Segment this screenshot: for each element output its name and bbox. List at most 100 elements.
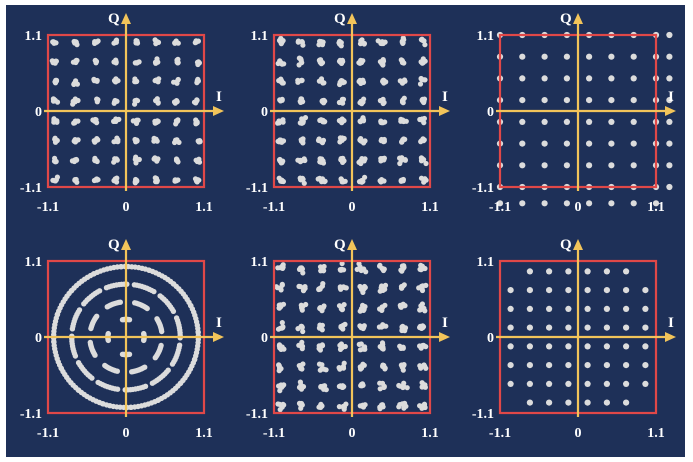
constellation-point: [153, 60, 159, 66]
constellation-point: [396, 382, 402, 389]
constellation-point: [136, 156, 142, 163]
constellation-point: [399, 268, 405, 274]
y-tick-label: 0: [35, 105, 42, 120]
i-axis-label: I: [216, 315, 222, 331]
constellation-point: [586, 200, 593, 207]
constellation-point: [191, 99, 198, 105]
constellation-point: [402, 400, 408, 406]
constellation-point: [279, 320, 285, 326]
constellation-point: [380, 287, 386, 293]
constellation-point: [295, 78, 302, 85]
constellation-point: [526, 287, 533, 294]
constellation-point: [417, 363, 423, 369]
constellation-point: [586, 118, 593, 125]
constellation-point: [358, 99, 364, 105]
constellation-point: [379, 340, 386, 346]
constellation-point: [72, 157, 78, 163]
constellation-point: [402, 328, 408, 334]
constellation-point: [400, 100, 406, 106]
constellation-point: [92, 352, 98, 358]
constellation-point: [278, 160, 284, 166]
constellation-point: [419, 117, 425, 123]
constellation-point: [419, 263, 425, 269]
constellation-point: [197, 138, 203, 144]
constellation-point: [584, 380, 591, 387]
constellation-point: [92, 118, 98, 124]
i-axis-label: I: [668, 89, 674, 105]
constellation-point: [380, 156, 386, 162]
y-tick-label: -1.1: [20, 407, 42, 422]
constellation-point: [603, 362, 610, 369]
q-axis-label: Q: [108, 237, 120, 253]
constellation-point: [300, 328, 306, 335]
constellation-point: [642, 343, 649, 350]
constellation-point: [603, 268, 610, 275]
constellation-point: [72, 139, 78, 145]
constellation-point: [165, 367, 171, 373]
constellation-point: [341, 406, 347, 412]
constellation-point: [105, 337, 112, 344]
constellation-point: [608, 200, 615, 207]
y-tick-label: 0: [487, 105, 494, 120]
constellation-point: [400, 367, 406, 373]
y-tick-label: 0: [487, 331, 494, 346]
constellation-point: [176, 342, 183, 348]
constellation-point: [541, 97, 548, 104]
constellation-point: [277, 388, 283, 394]
constellation-point: [361, 283, 368, 290]
x-tick-label: -1.1: [489, 200, 511, 215]
constellation-point: [400, 137, 406, 143]
constellation-point: [194, 119, 200, 125]
x-tick-label: 0: [349, 200, 356, 215]
constellation-point: [141, 330, 147, 337]
y-tick-label: -1.1: [246, 407, 268, 422]
constellation-point: [340, 365, 347, 371]
constellation-point: [565, 287, 572, 294]
constellation-point: [71, 120, 77, 126]
x-tick-label: -1.1: [489, 426, 511, 441]
constellation-point: [336, 58, 343, 64]
constellation-point: [174, 80, 180, 86]
constellation-point: [111, 100, 117, 106]
constellation-point: [320, 158, 326, 164]
constellation-point: [400, 178, 406, 184]
constellation-point: [630, 140, 637, 147]
constellation-point: [423, 365, 429, 371]
constellation-point: [418, 283, 425, 289]
i-axis-label: I: [442, 89, 448, 105]
constellation-point: [196, 60, 202, 66]
constellation-point: [276, 368, 282, 374]
constellation-point: [584, 343, 591, 350]
constellation-point: [193, 39, 200, 45]
constellation-point: [507, 362, 514, 369]
constellation-point: [546, 287, 553, 294]
y-tick-label: 1.1: [25, 255, 43, 270]
constellation-point: [195, 78, 201, 84]
constellation-point: [133, 60, 139, 66]
constellation-point: [379, 323, 385, 329]
constellation-point: [381, 138, 387, 144]
constellation-point: [623, 362, 630, 369]
constellation-point: [642, 324, 649, 331]
constellation-point: [584, 362, 591, 369]
constellation-point: [419, 405, 425, 411]
constellation-point: [526, 343, 533, 350]
constellation-point: [318, 384, 324, 390]
constellation-point: [586, 97, 593, 104]
x-tick-label: -1.1: [263, 426, 285, 441]
constellation-point: [94, 39, 100, 45]
q-axis-label: Q: [560, 11, 572, 27]
constellation-point: [418, 37, 424, 43]
constellation-point: [546, 343, 553, 350]
constellation-point: [75, 97, 81, 104]
constellation-point: [316, 361, 323, 367]
constellation-point: [296, 62, 302, 68]
constellation-point: [50, 39, 57, 45]
constellation-point: [586, 140, 593, 147]
x-tick-label: 0: [123, 200, 130, 215]
constellation-point: [361, 158, 367, 164]
constellation-point: [277, 407, 283, 413]
